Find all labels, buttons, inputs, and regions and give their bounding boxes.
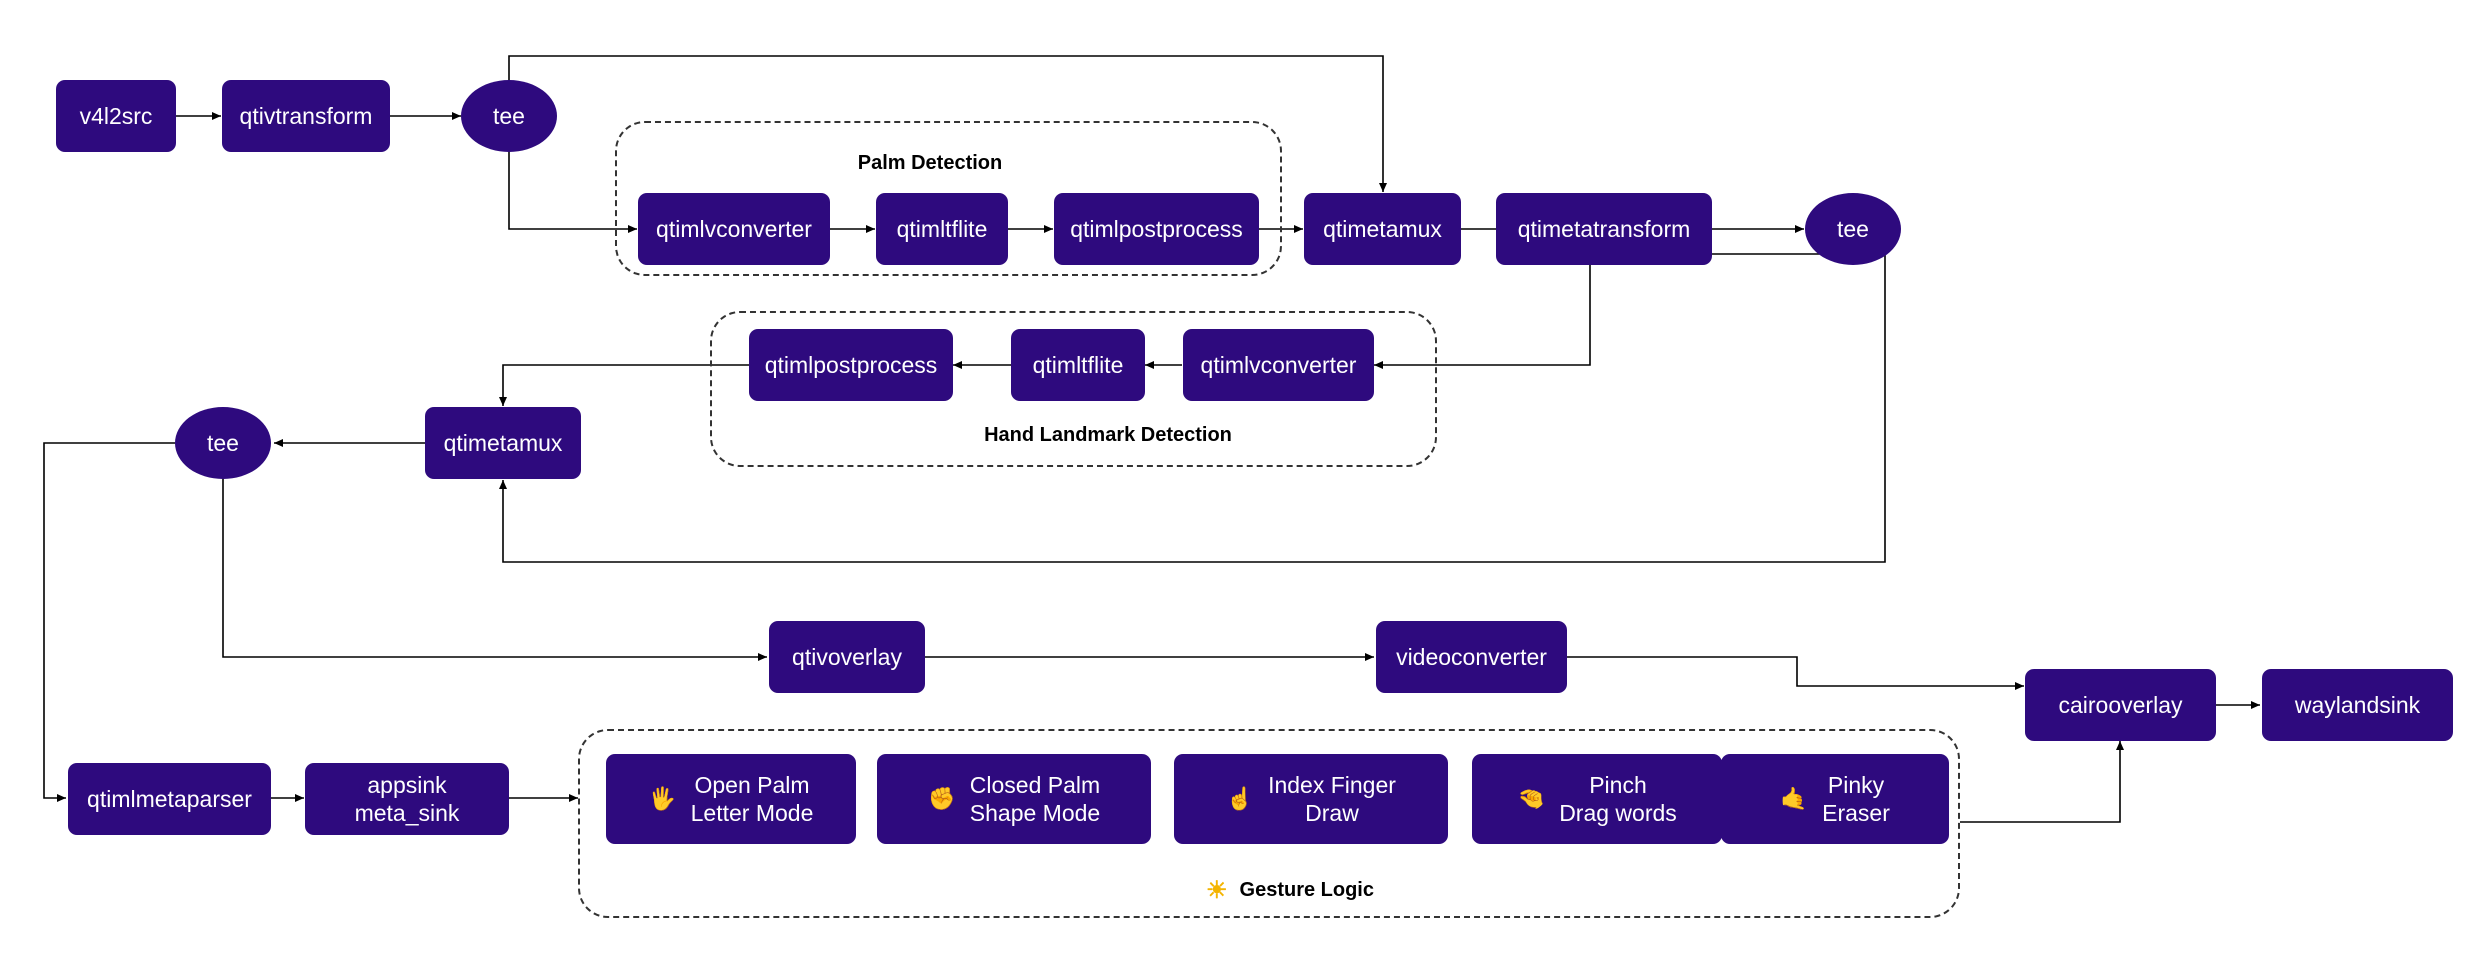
- group-hand-landmark: [710, 311, 1437, 467]
- gesture-logic-label: Gesture Logic: [1239, 878, 1374, 901]
- appsink-label: appsink: [367, 772, 447, 798]
- gesture-line2: Draw: [1305, 800, 1359, 826]
- group-label-hand-landmark: Hand Landmark Detection: [984, 423, 1232, 446]
- edge-tee3-metaparser: [43, 442, 175, 802]
- node-tee-3[interactable]: tee: [175, 407, 271, 479]
- group-label-gesture-logic: ☀ Gesture Logic: [1100, 873, 1480, 907]
- open-palm-icon: 🖐: [648, 786, 677, 811]
- node-hand-qtimltflite[interactable]: qtimltflite: [1011, 329, 1145, 401]
- pinky-icon: 🤙: [1780, 786, 1808, 811]
- node-hand-qtimlvconverter[interactable]: qtimlvconverter: [1183, 329, 1374, 401]
- group-palm-detection: [615, 121, 1282, 276]
- node-palm-qtimlpostprocess[interactable]: qtimlpostprocess: [1054, 193, 1259, 265]
- node-appsink-meta-sink[interactable]: appsink meta_sink: [305, 763, 509, 835]
- group-gesture-logic: [578, 729, 1960, 918]
- node-tee-1[interactable]: tee: [461, 80, 557, 152]
- gesture-line2: Letter Mode: [690, 800, 814, 826]
- node-palm-qtimlvconverter[interactable]: qtimlvconverter: [638, 193, 830, 265]
- node-tee-2[interactable]: tee: [1805, 193, 1901, 265]
- edge-metatransform-hand-converter: [1374, 265, 1591, 369]
- group-label-palm-detection: Palm Detection: [857, 151, 1003, 174]
- node-hand-qtimlpostprocess[interactable]: qtimlpostprocess: [749, 329, 953, 401]
- node-palm-qtimltflite[interactable]: qtimltflite: [876, 193, 1008, 265]
- edge-videoconverter-cairooverlay: [1567, 656, 2024, 690]
- node-cairooverlay[interactable]: cairooverlay: [2025, 669, 2216, 741]
- edge-gesturelogic-cairooverlay: [1960, 741, 2124, 823]
- gesture-line1: Index Finger: [1268, 772, 1396, 798]
- edge-tee3-qtivoverlay: [222, 478, 767, 661]
- edge-tee2-metamux2: [499, 255, 1886, 563]
- node-qtivoverlay[interactable]: qtivoverlay: [769, 621, 925, 693]
- gesture-line2: Eraser: [1822, 800, 1890, 826]
- node-qtimetamux-2[interactable]: qtimetamux: [425, 407, 581, 479]
- sun-icon: ☀: [1206, 876, 1228, 904]
- closed-fist-icon: ✊: [928, 786, 956, 811]
- edge-tee1-palm-converter: [508, 150, 637, 233]
- index-finger-icon: ☝: [1226, 786, 1254, 811]
- gesture-line1: Pinch: [1589, 772, 1647, 798]
- gesture-line1: Closed Palm: [969, 772, 1101, 798]
- node-qtivtransform[interactable]: qtivtransform: [222, 80, 390, 152]
- node-v4l2src[interactable]: v4l2src: [56, 80, 176, 152]
- meta-sink-label: meta_sink: [354, 800, 460, 826]
- gesture-line1: Open Palm: [694, 772, 810, 798]
- edge-tee1-qtimetamux1: [508, 55, 1387, 192]
- node-waylandsink[interactable]: waylandsink: [2262, 669, 2453, 741]
- edge-hand-postprocess-metamux2: [499, 364, 749, 406]
- gesture-line2: Drag words: [1559, 800, 1677, 826]
- node-qtimlmetaparser[interactable]: qtimlmetaparser: [68, 763, 271, 835]
- node-qtimetatransform[interactable]: qtimetatransform: [1496, 193, 1712, 265]
- pinch-icon: 🤏: [1517, 786, 1545, 811]
- node-videoconverter[interactable]: videoconverter: [1376, 621, 1567, 693]
- gesture-line1: Pinky: [1827, 772, 1885, 798]
- gesture-line2: Shape Mode: [969, 800, 1101, 826]
- node-qtimetamux-1[interactable]: qtimetamux: [1304, 193, 1461, 265]
